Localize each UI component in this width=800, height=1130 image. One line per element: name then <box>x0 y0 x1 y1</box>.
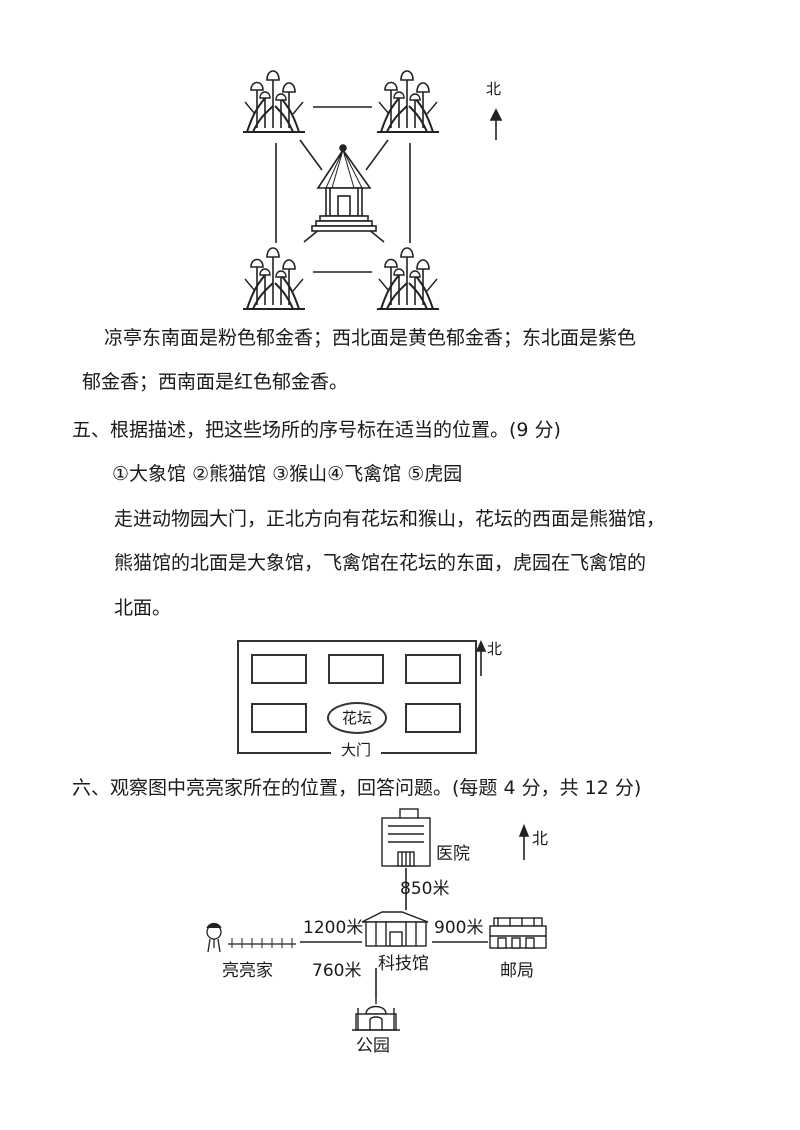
tulip-southwest <box>242 247 306 310</box>
section6-title: 六、观察图中亮亮家所在的位置，回答问题。(每题 4 分，共 12 分) <box>72 777 642 799</box>
zoo-slot-e[interactable] <box>405 703 461 733</box>
north-label-map: 北 <box>532 829 549 848</box>
north-arrow-top <box>489 108 503 140</box>
north-label-zoo: 北 <box>487 640 503 658</box>
hospital-icon <box>381 808 431 867</box>
tulip-northeast <box>376 70 440 133</box>
para1-line2: 郁金香；西南面是红色郁金香。 <box>82 371 349 393</box>
zoo-map: 花坛 大门 <box>237 640 477 759</box>
section5-desc-line1: 走进动物园大门，正北方向有花坛和猴山，花坛的西面是熊猫馆， <box>114 508 666 530</box>
dist-home-bottom-label: 760米 <box>312 961 362 981</box>
park-icon <box>352 998 400 1031</box>
section5-desc-line2: 熊猫馆的北面是大象馆，飞禽馆在花坛的东面，虎园在飞禽馆的 <box>114 552 647 574</box>
north-arrow-map <box>518 823 530 860</box>
section5-desc-line3: 北面。 <box>114 597 172 619</box>
zoo-gate: 大门 <box>331 741 381 759</box>
pavilion-tulip-diagram <box>242 70 503 310</box>
section5-title: 五、根据描述，把这些场所的序号标在适当的位置。(9 分) <box>72 419 561 441</box>
museum-label: 科技馆 <box>378 954 429 974</box>
dist-post-label: 900米 <box>434 918 484 938</box>
north-label-top: 北 <box>486 80 502 98</box>
post-office-label: 邮局 <box>500 961 534 981</box>
park-label: 公园 <box>356 1036 390 1056</box>
tulip-northwest <box>242 70 306 133</box>
home-label: 亮亮家 <box>222 961 273 981</box>
dist-home-top-label: 1200米 <box>303 918 364 938</box>
hospital-label: 医院 <box>436 844 470 864</box>
section5-options: ①大象馆 ②熊猫馆 ③猴山④飞禽馆 ⑤虎园 <box>112 463 463 485</box>
flower-bed: 花坛 <box>327 702 387 734</box>
zoo-slot-nw[interactable] <box>251 654 307 684</box>
pavilion <box>311 144 377 232</box>
zoo-slot-n[interactable] <box>328 654 384 684</box>
post-office-icon <box>489 917 547 949</box>
zoo-slot-w[interactable] <box>251 703 307 733</box>
home-icon <box>206 922 296 953</box>
para1-line1: 凉亭东南面是粉色郁金香；西北面是黄色郁金香；东北面是紫色 <box>104 327 637 349</box>
connector-lines <box>275 106 411 273</box>
tulip-southeast <box>376 247 440 310</box>
zoo-slot-ne[interactable] <box>405 654 461 684</box>
dist-hospital-label: 850米 <box>400 879 450 899</box>
science-museum-icon <box>361 911 429 947</box>
